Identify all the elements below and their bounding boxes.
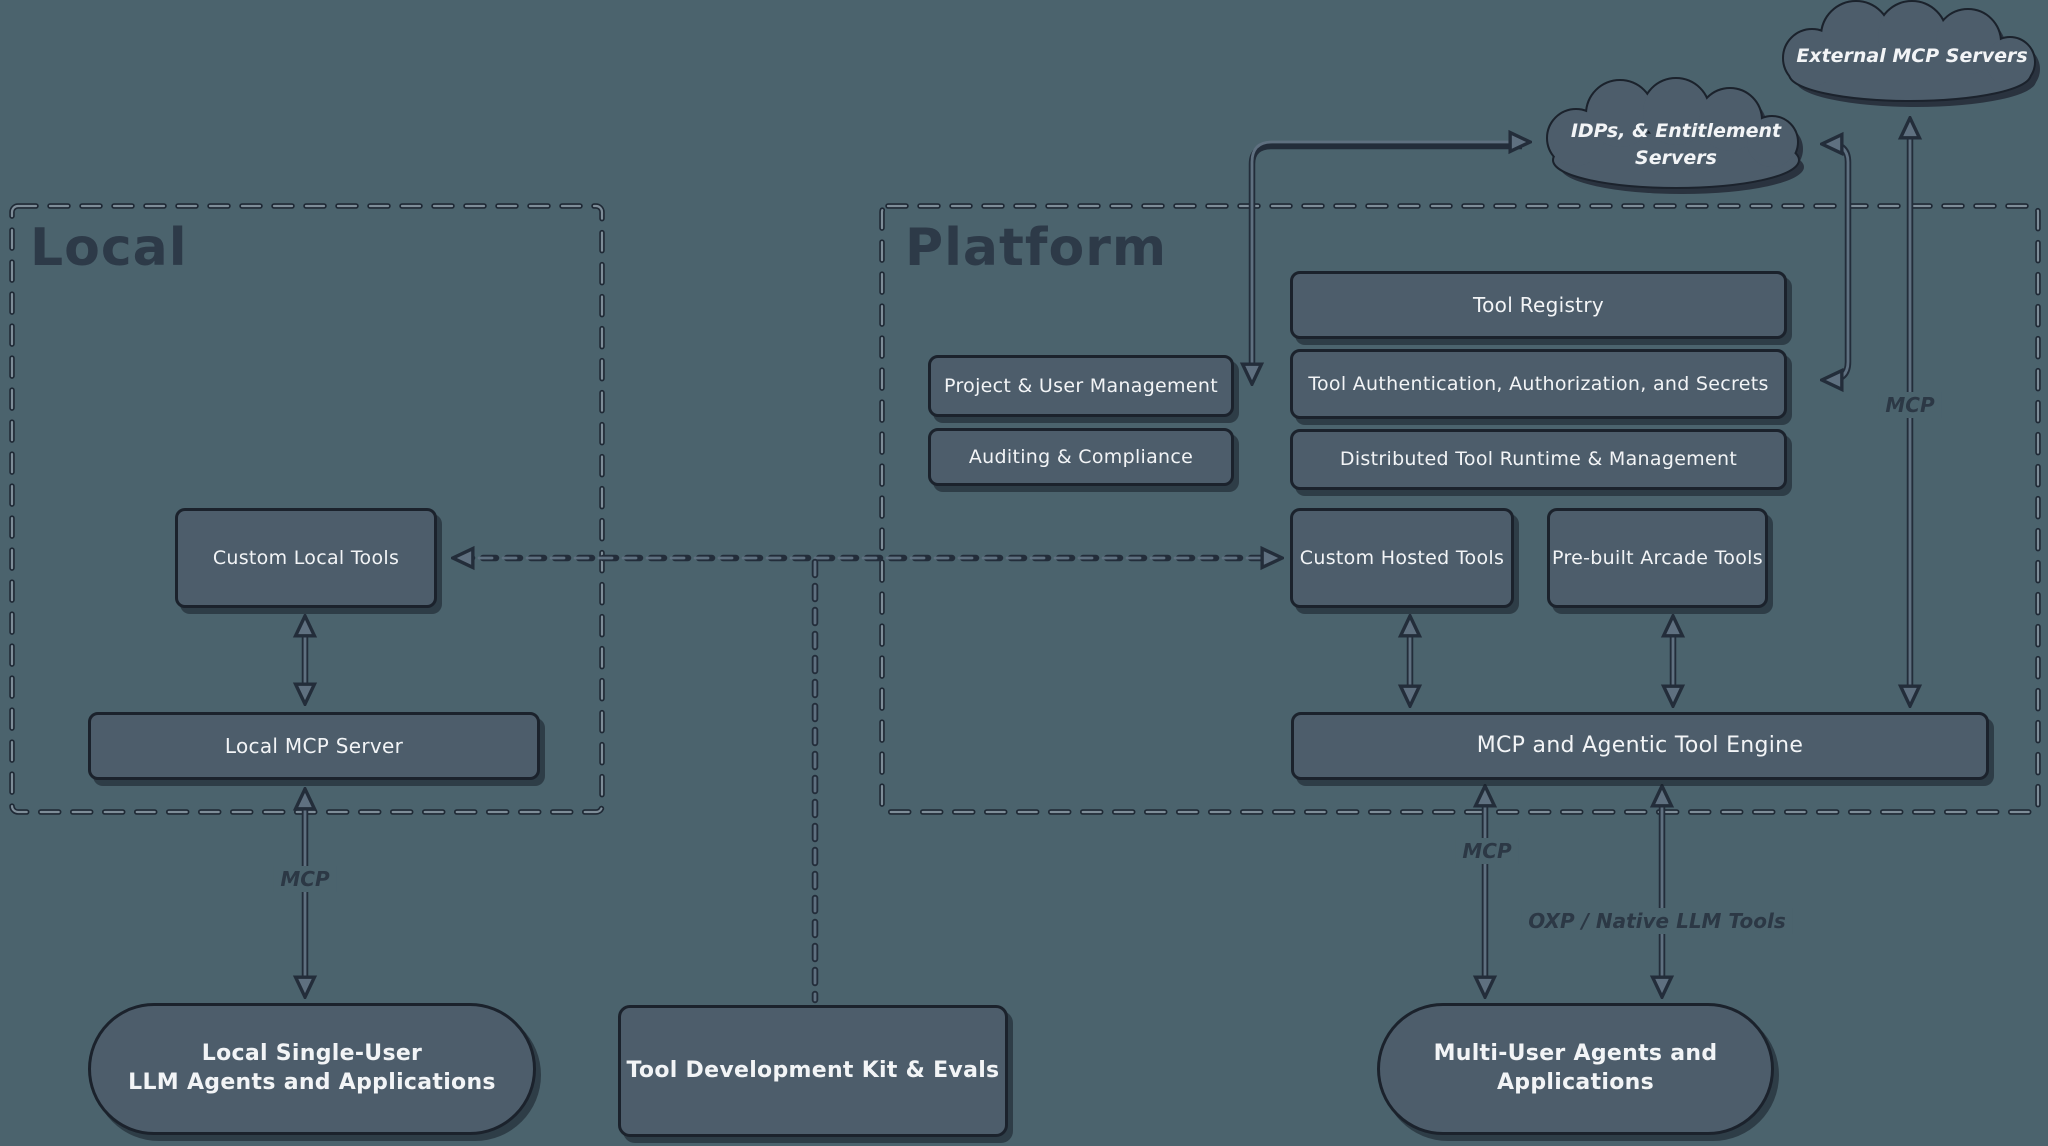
node-tool-development-kit: Tool Development Kit & Evals — [618, 1005, 1008, 1137]
node-label: Auditing & Compliance — [968, 445, 1194, 468]
node-label-line2: Applications — [1496, 1070, 1655, 1095]
edge-label-mcp-external: MCP — [1878, 392, 1942, 418]
external-mcp-cloud — [1782, 0, 2040, 107]
node-label: Local MCP Server — [224, 734, 404, 758]
node-label: Project & User Management — [944, 374, 1218, 397]
platform-region-title: Platform — [905, 218, 1168, 278]
idp-cloud-label: IDPs, & Entitlement Servers — [1566, 118, 1786, 172]
idp-cloud — [1546, 77, 1804, 194]
idp-cloud-label-line2: Servers — [1635, 147, 1717, 169]
node-local-single-user-agents: Local Single-User LLM Agents and Applica… — [88, 1003, 536, 1135]
node-custom-hosted-tools: Custom Hosted Tools — [1290, 508, 1514, 608]
arrow-toolauth-idp — [1824, 144, 1852, 380]
node-label-line1: Multi-User Agents and — [1433, 1041, 1718, 1067]
node-label-line1: Local Single-User — [201, 1041, 423, 1067]
node-auditing-compliance: Auditing & Compliance — [928, 428, 1234, 486]
node-label: Distributed Tool Runtime & Management — [1339, 448, 1738, 471]
node-label: MCP and Agentic Tool Engine — [1476, 732, 1804, 758]
node-label: Custom Hosted Tools — [1299, 546, 1505, 569]
node-mcp-agentic-tool-engine: MCP and Agentic Tool Engine — [1291, 712, 1989, 780]
node-distributed-tool-runtime: Distributed Tool Runtime & Management — [1290, 429, 1787, 490]
node-label: Tool Development Kit & Evals — [626, 1057, 1000, 1083]
node-project-user-management: Project & User Management — [928, 355, 1234, 417]
node-custom-local-tools: Custom Local Tools — [175, 508, 437, 608]
node-tool-registry: Tool Registry — [1290, 271, 1787, 339]
node-label: Pre-built Arcade Tools — [1552, 546, 1763, 569]
node-label: Tool Registry — [1473, 293, 1604, 317]
edge-label-mcp-engine: MCP — [1455, 838, 1519, 864]
node-multi-user-agents: Multi-User Agents and Applications — [1377, 1003, 1774, 1135]
node-label-line2: LLM Agents and Applications — [128, 1070, 496, 1095]
external-mcp-cloud-label: External MCP Servers — [1796, 45, 2028, 67]
idp-cloud-label-line1: IDPs, & Entitlement — [1570, 120, 1782, 142]
platform-region-border — [879, 203, 2041, 815]
node-label: Custom Local Tools — [212, 546, 400, 569]
edge-label-oxp: OXP / Native LLM Tools — [1521, 908, 1793, 934]
local-region-title: Local — [30, 218, 188, 278]
edge-label-mcp-local: MCP — [273, 866, 337, 892]
node-local-mcp-server: Local MCP Server — [88, 712, 540, 780]
node-prebuilt-arcade-tools: Pre-built Arcade Tools — [1547, 508, 1768, 608]
arrow-projectmgmt-idp — [1252, 142, 1528, 382]
node-tool-authentication: Tool Authentication, Authorization, and … — [1290, 349, 1787, 419]
node-label: Tool Authentication, Authorization, and … — [1308, 372, 1769, 395]
